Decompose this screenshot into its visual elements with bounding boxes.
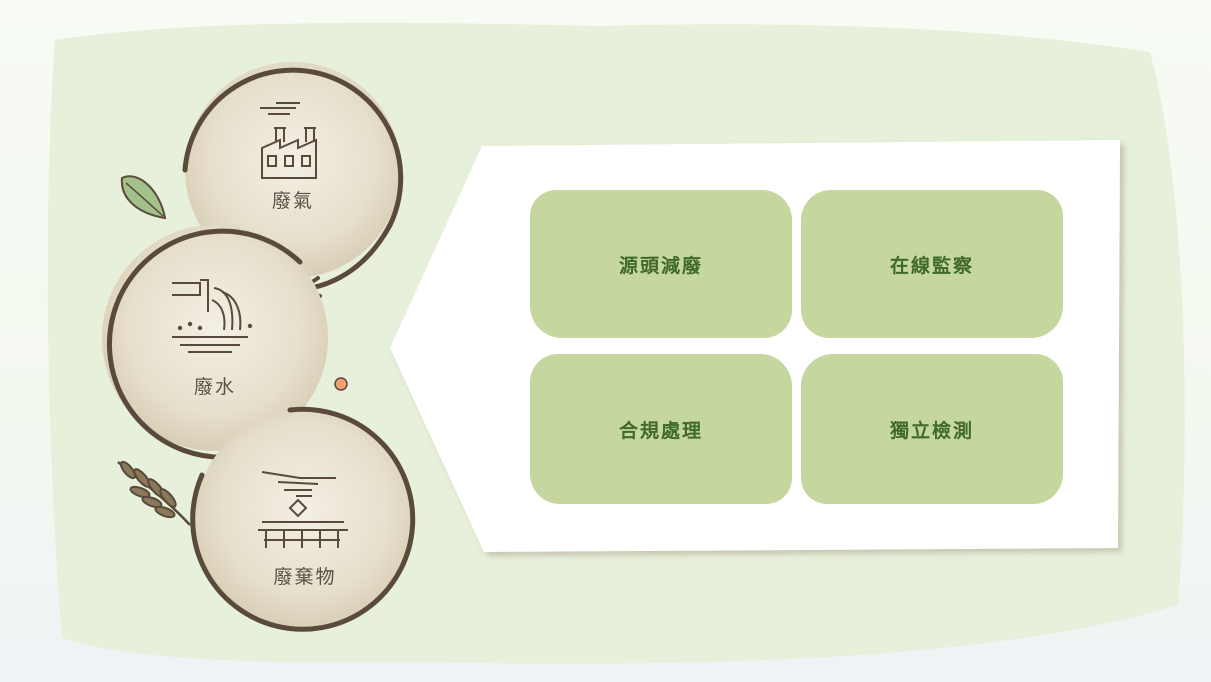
waste-disposal-icon (258, 471, 348, 548)
cycle-label-wastewater: 廢水 (193, 376, 236, 398)
cycle-label-solid-waste: 廢棄物 (273, 566, 337, 588)
measure-box-independent-testing: 獨立檢測 (801, 354, 1063, 504)
dot-icon (334, 377, 348, 391)
cycle-circle-3 (190, 406, 416, 632)
leaf-icon (120, 175, 167, 220)
measure-label: 獨立檢測 (889, 419, 974, 442)
wastewater-pipe-icon (172, 279, 253, 353)
measure-box-source-reduction: 源頭減廢 (530, 190, 792, 338)
measure-label: 在線監察 (889, 254, 974, 277)
factory-icon (260, 102, 317, 179)
measure-box-online-monitoring: 在線監察 (801, 190, 1063, 338)
olive-branch-icon (117, 460, 191, 526)
measure-label: 源頭減廢 (618, 254, 703, 277)
cycle-circle-1 (182, 62, 404, 298)
cycle-label-waste-gas: 廢氣 (271, 190, 314, 212)
measure-label: 合規處理 (618, 419, 703, 442)
measure-box-compliant-treatment: 合規處理 (530, 354, 792, 504)
